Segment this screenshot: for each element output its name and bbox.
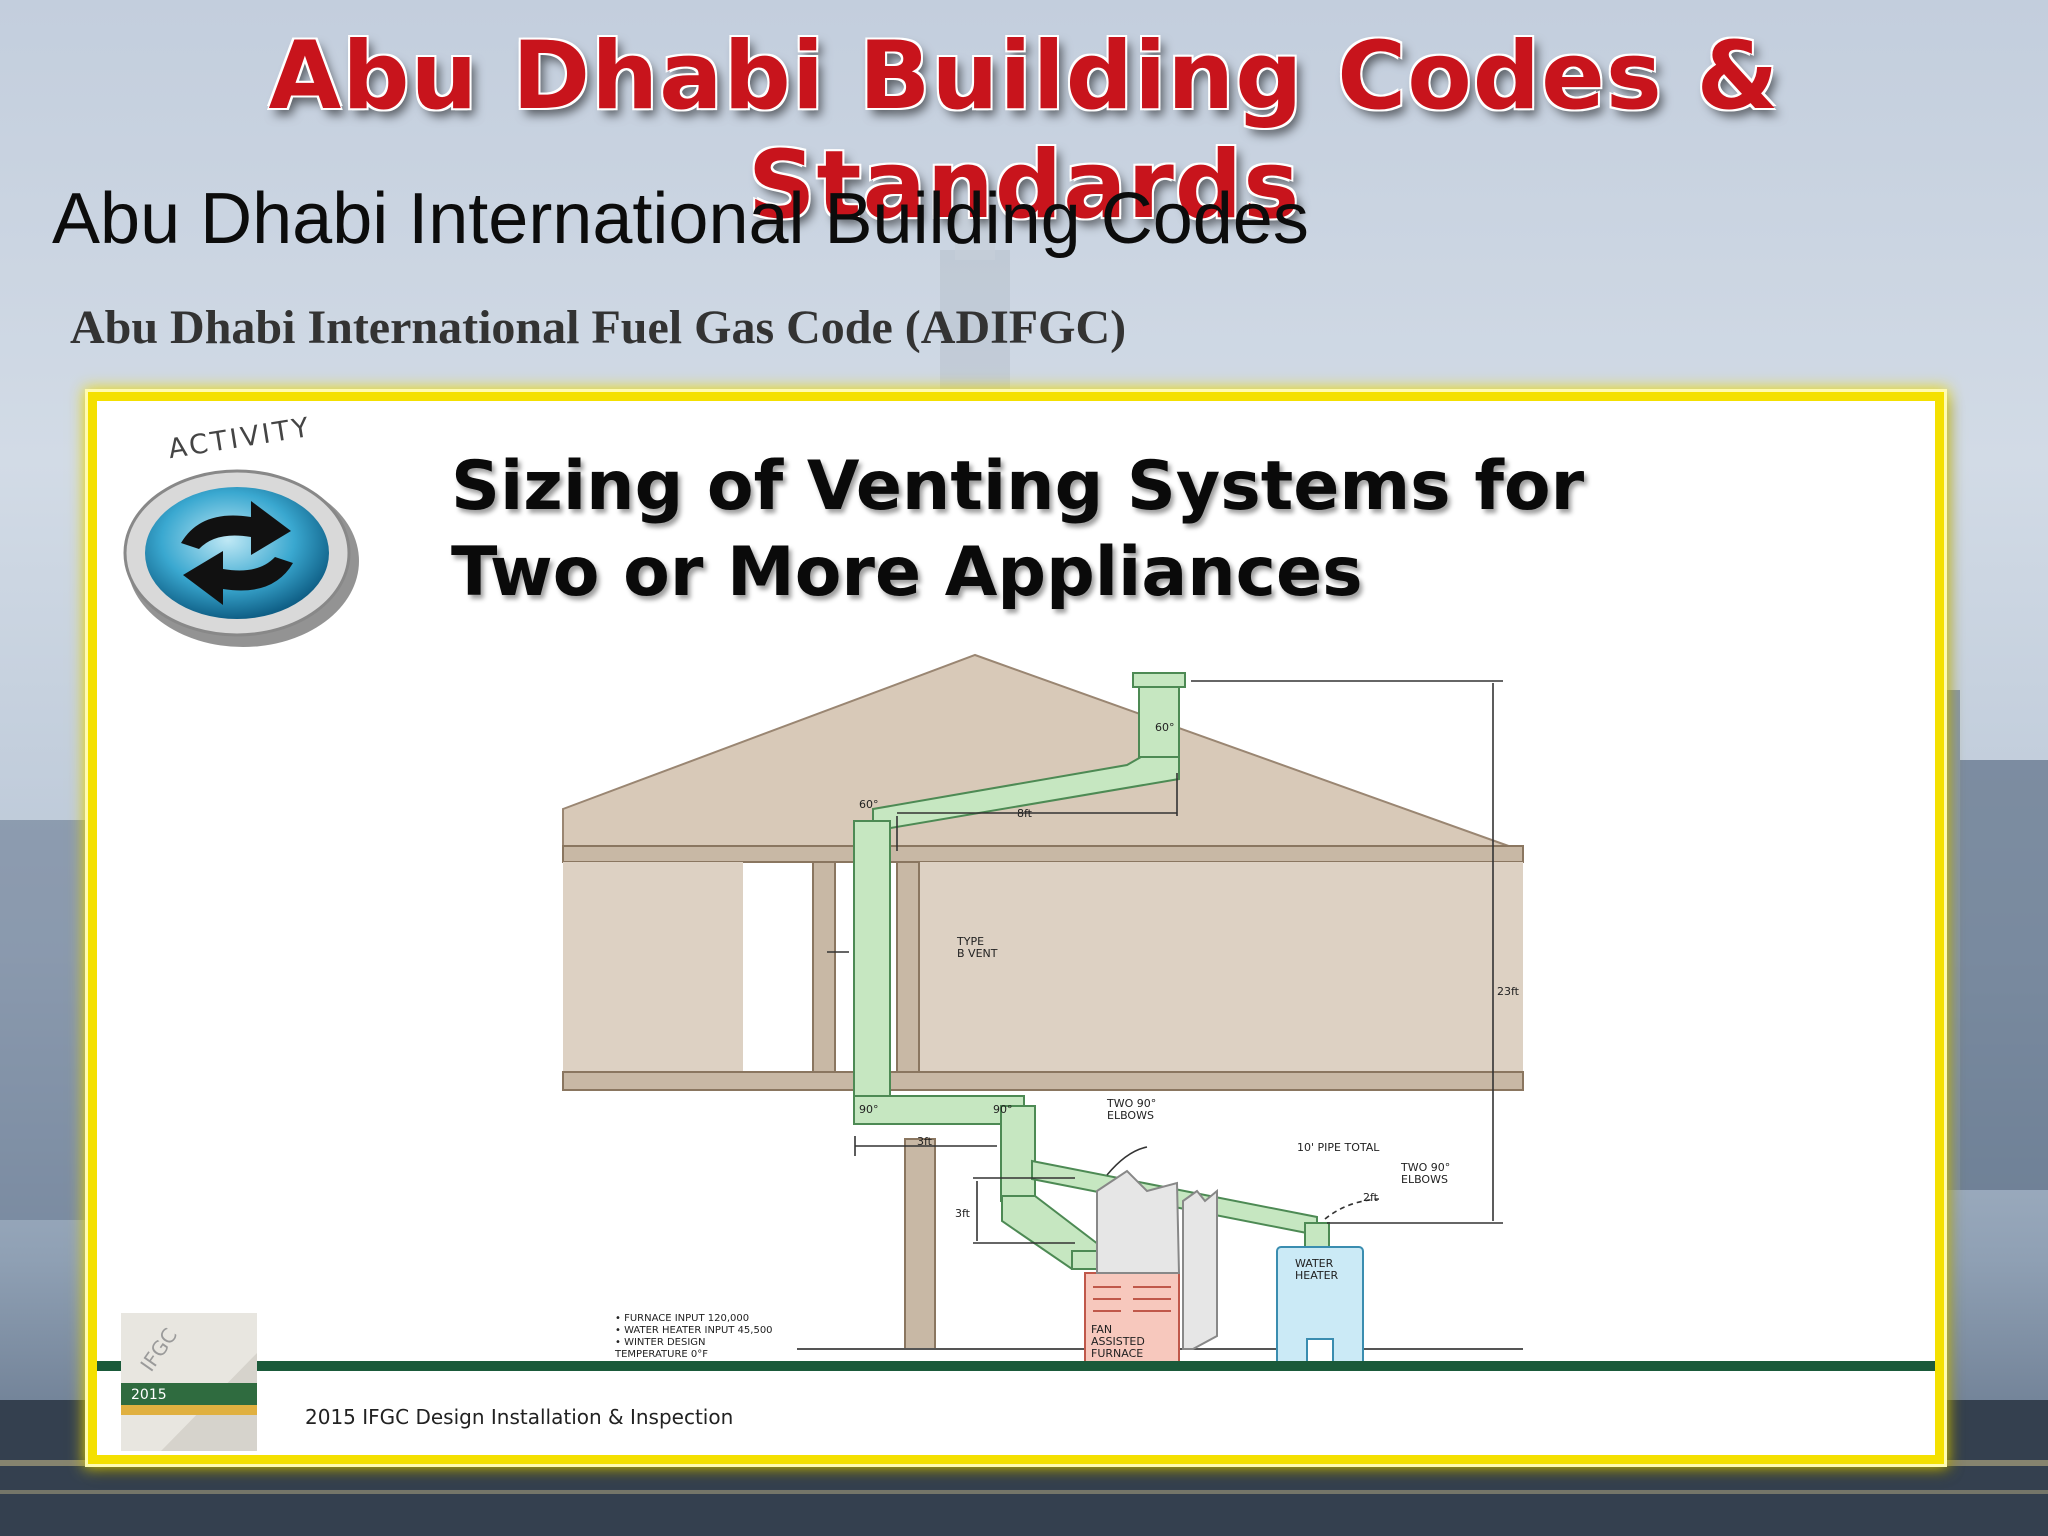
label-two-elbows-2a: TWO 90° [1400,1161,1450,1174]
activity-heading-line-1: Sizing of Venting Systems for [451,447,1585,526]
label-height: 23ft [1497,985,1520,998]
label-pipe-total: 10' PIPE TOTAL [1297,1141,1380,1154]
label-horizontal-run: 8ft [1017,807,1033,820]
basement-column [904,1138,936,1350]
venting-system-diagram: 60° 60° 8ft TYPE B VENT 23ft 90° 90° TWO… [562,653,1524,1371]
image-footer-caption: 2015 IFGC Design Installation & Inspecti… [305,1405,734,1429]
embedded-slide-image: ACTIVITY Sizing of Venting Systems for T… [88,392,1944,1464]
code-name-heading: Abu Dhabi International Fuel Gas Code (A… [70,301,1127,354]
furnace [1084,1272,1180,1371]
note-line-1: • FURNACE INPUT 120,000 [615,1313,749,1324]
activity-heading: Sizing of Venting Systems for Two or Mor… [451,444,1911,616]
wall-stud-right [896,861,920,1073]
activity-refresh-icon [123,469,359,647]
wall-stud-left [812,861,836,1073]
label-type-b-vent-2: B VENT [957,947,998,960]
label-elbow-top-right: 60° [1155,721,1175,734]
label-type-b-vent-1: TYPE [956,935,984,948]
label-furnace-1: FAN [1091,1323,1112,1336]
label-dim-3ft-horizontal: 3ft [917,1135,933,1148]
house-roof [562,653,1518,857]
label-dim-2ft: 2ft [1363,1191,1379,1204]
label-furnace-2: ASSISTED [1091,1335,1145,1348]
ceiling-beam [562,845,1524,863]
label-elbow-bottom-left: 90° [859,1103,879,1116]
label-two-elbows-1b: ELBOWS [1107,1109,1154,1122]
note-line-4: TEMPERATURE 0°F [614,1349,708,1360]
label-water-heater-1: WATER [1295,1257,1334,1270]
floor-beam [562,1071,1524,1091]
activity-heading-line-2: Two or More Appliances [451,533,1363,612]
label-two-elbows-2b: ELBOWS [1401,1173,1448,1186]
label-water-heater-2: HEATER [1295,1269,1339,1282]
label-elbow-bottom-mid: 90° [993,1103,1013,1116]
label-elbow-top-left: 60° [859,798,879,811]
ifgc-book-cover: IFGC 2015 [121,1313,257,1451]
label-furnace-3: FURNACE [1091,1347,1143,1360]
note-line-3: • WINTER DESIGN [615,1337,706,1348]
footer-rule [97,1361,1935,1371]
label-dim-3ft-vertical: 3ft [955,1207,971,1220]
slide-title: Abu Dhabi Building Codes & Standards [268,22,1780,240]
interior-wall [897,862,1523,1072]
label-two-elbows-1a: TWO 90° [1106,1097,1156,1110]
slide-subtitle: Abu Dhabi International Building Codes [52,179,1309,259]
book-year: 2015 [131,1387,167,1403]
note-line-2: • WATER HEATER INPUT 45,500 [615,1325,773,1336]
